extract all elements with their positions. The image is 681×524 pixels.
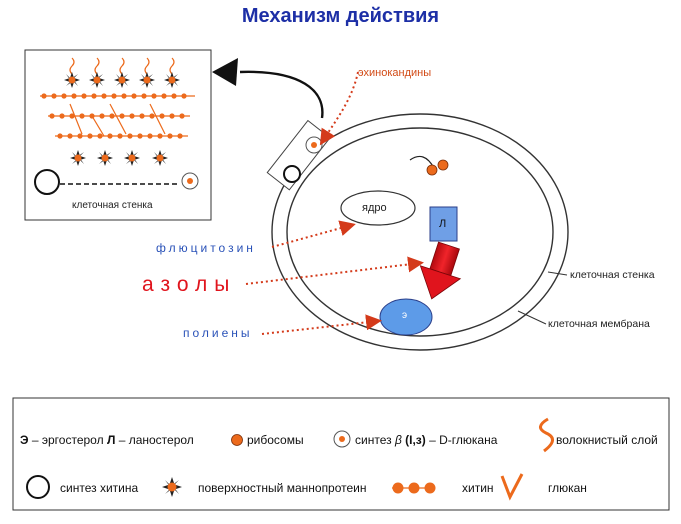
legend-ribosomes: рибосомы bbox=[247, 433, 304, 447]
legend-glucan-icon bbox=[500, 473, 524, 501]
label-cell-membrane: клеточная мембрана bbox=[548, 318, 650, 330]
legend-fibrous: волокнистый слой bbox=[556, 433, 658, 447]
ribosome bbox=[426, 164, 438, 176]
legend-chitin-synthesis: синтез хитина bbox=[60, 481, 139, 495]
legend-fibrous-icon bbox=[539, 417, 554, 453]
mannoprotein-stars-top bbox=[64, 72, 180, 88]
chitin-synthase-circle bbox=[34, 169, 60, 195]
label-polyenes: полиены bbox=[183, 326, 253, 340]
label-nucleus: ядро bbox=[362, 202, 387, 214]
label-lanosterol: Л bbox=[439, 218, 447, 230]
legend-chitin-beads-icon bbox=[392, 482, 436, 494]
label-flucytosine: флюцитозин bbox=[156, 241, 256, 255]
legend-glucan-synthesis: синтез β (I,з) – D-глюкана bbox=[355, 434, 497, 446]
lanosterol-box bbox=[429, 206, 458, 242]
inset-caption: клеточная стенка bbox=[72, 200, 153, 211]
legend-mannoprotein: поверхностный маннопротеин bbox=[198, 481, 367, 495]
legend-box bbox=[12, 397, 670, 511]
label-ergosterol: э bbox=[402, 310, 408, 321]
legend-glucan-suffix: – D-глюкана bbox=[425, 433, 498, 447]
legend-glucan-beta: β bbox=[394, 433, 402, 447]
echinocandin-arrow bbox=[319, 71, 359, 146]
legend-glucan-bond: (I,з) bbox=[401, 433, 426, 447]
legend-chitin: хитин bbox=[462, 481, 494, 495]
cell-wall-inset bbox=[24, 49, 212, 221]
legend-ribosome-icon bbox=[231, 434, 243, 446]
legend-glucan: глюкан bbox=[548, 481, 587, 495]
label-cell-wall: клеточная стенка bbox=[570, 269, 655, 281]
legend-mannoprotein-icon bbox=[162, 477, 182, 497]
mannoprotein-top-row bbox=[69, 57, 175, 75]
legend-e-key: Э bbox=[20, 433, 29, 447]
label-azoles: азолы bbox=[142, 273, 237, 296]
legend-l-text: – ланостерол bbox=[115, 433, 194, 447]
fungal-cell bbox=[266, 113, 569, 351]
nucleus bbox=[340, 190, 416, 226]
mannoprotein-stars-bottom bbox=[70, 150, 168, 166]
legend-e-text: – эргостерол bbox=[28, 433, 107, 447]
glucan-beads bbox=[41, 93, 187, 139]
azole-block-arrow bbox=[419, 241, 462, 300]
azole-arrow bbox=[245, 256, 424, 285]
cell-membrane bbox=[286, 127, 554, 337]
legend-chitin-synth-icon bbox=[26, 475, 50, 499]
ribosome bbox=[437, 159, 449, 171]
legend-row-1-start: Э – эргостерол Л – ланостерол bbox=[20, 434, 194, 446]
flucytosine-arrow bbox=[271, 220, 356, 248]
legend-l-key: Л bbox=[106, 433, 116, 447]
inset-pointer-arrow bbox=[239, 70, 324, 119]
page-title: Механизм действия bbox=[241, 5, 440, 27]
legend-glucan-prefix: синтез bbox=[355, 433, 395, 447]
label-echinocandins: эхинокандины bbox=[358, 67, 432, 79]
